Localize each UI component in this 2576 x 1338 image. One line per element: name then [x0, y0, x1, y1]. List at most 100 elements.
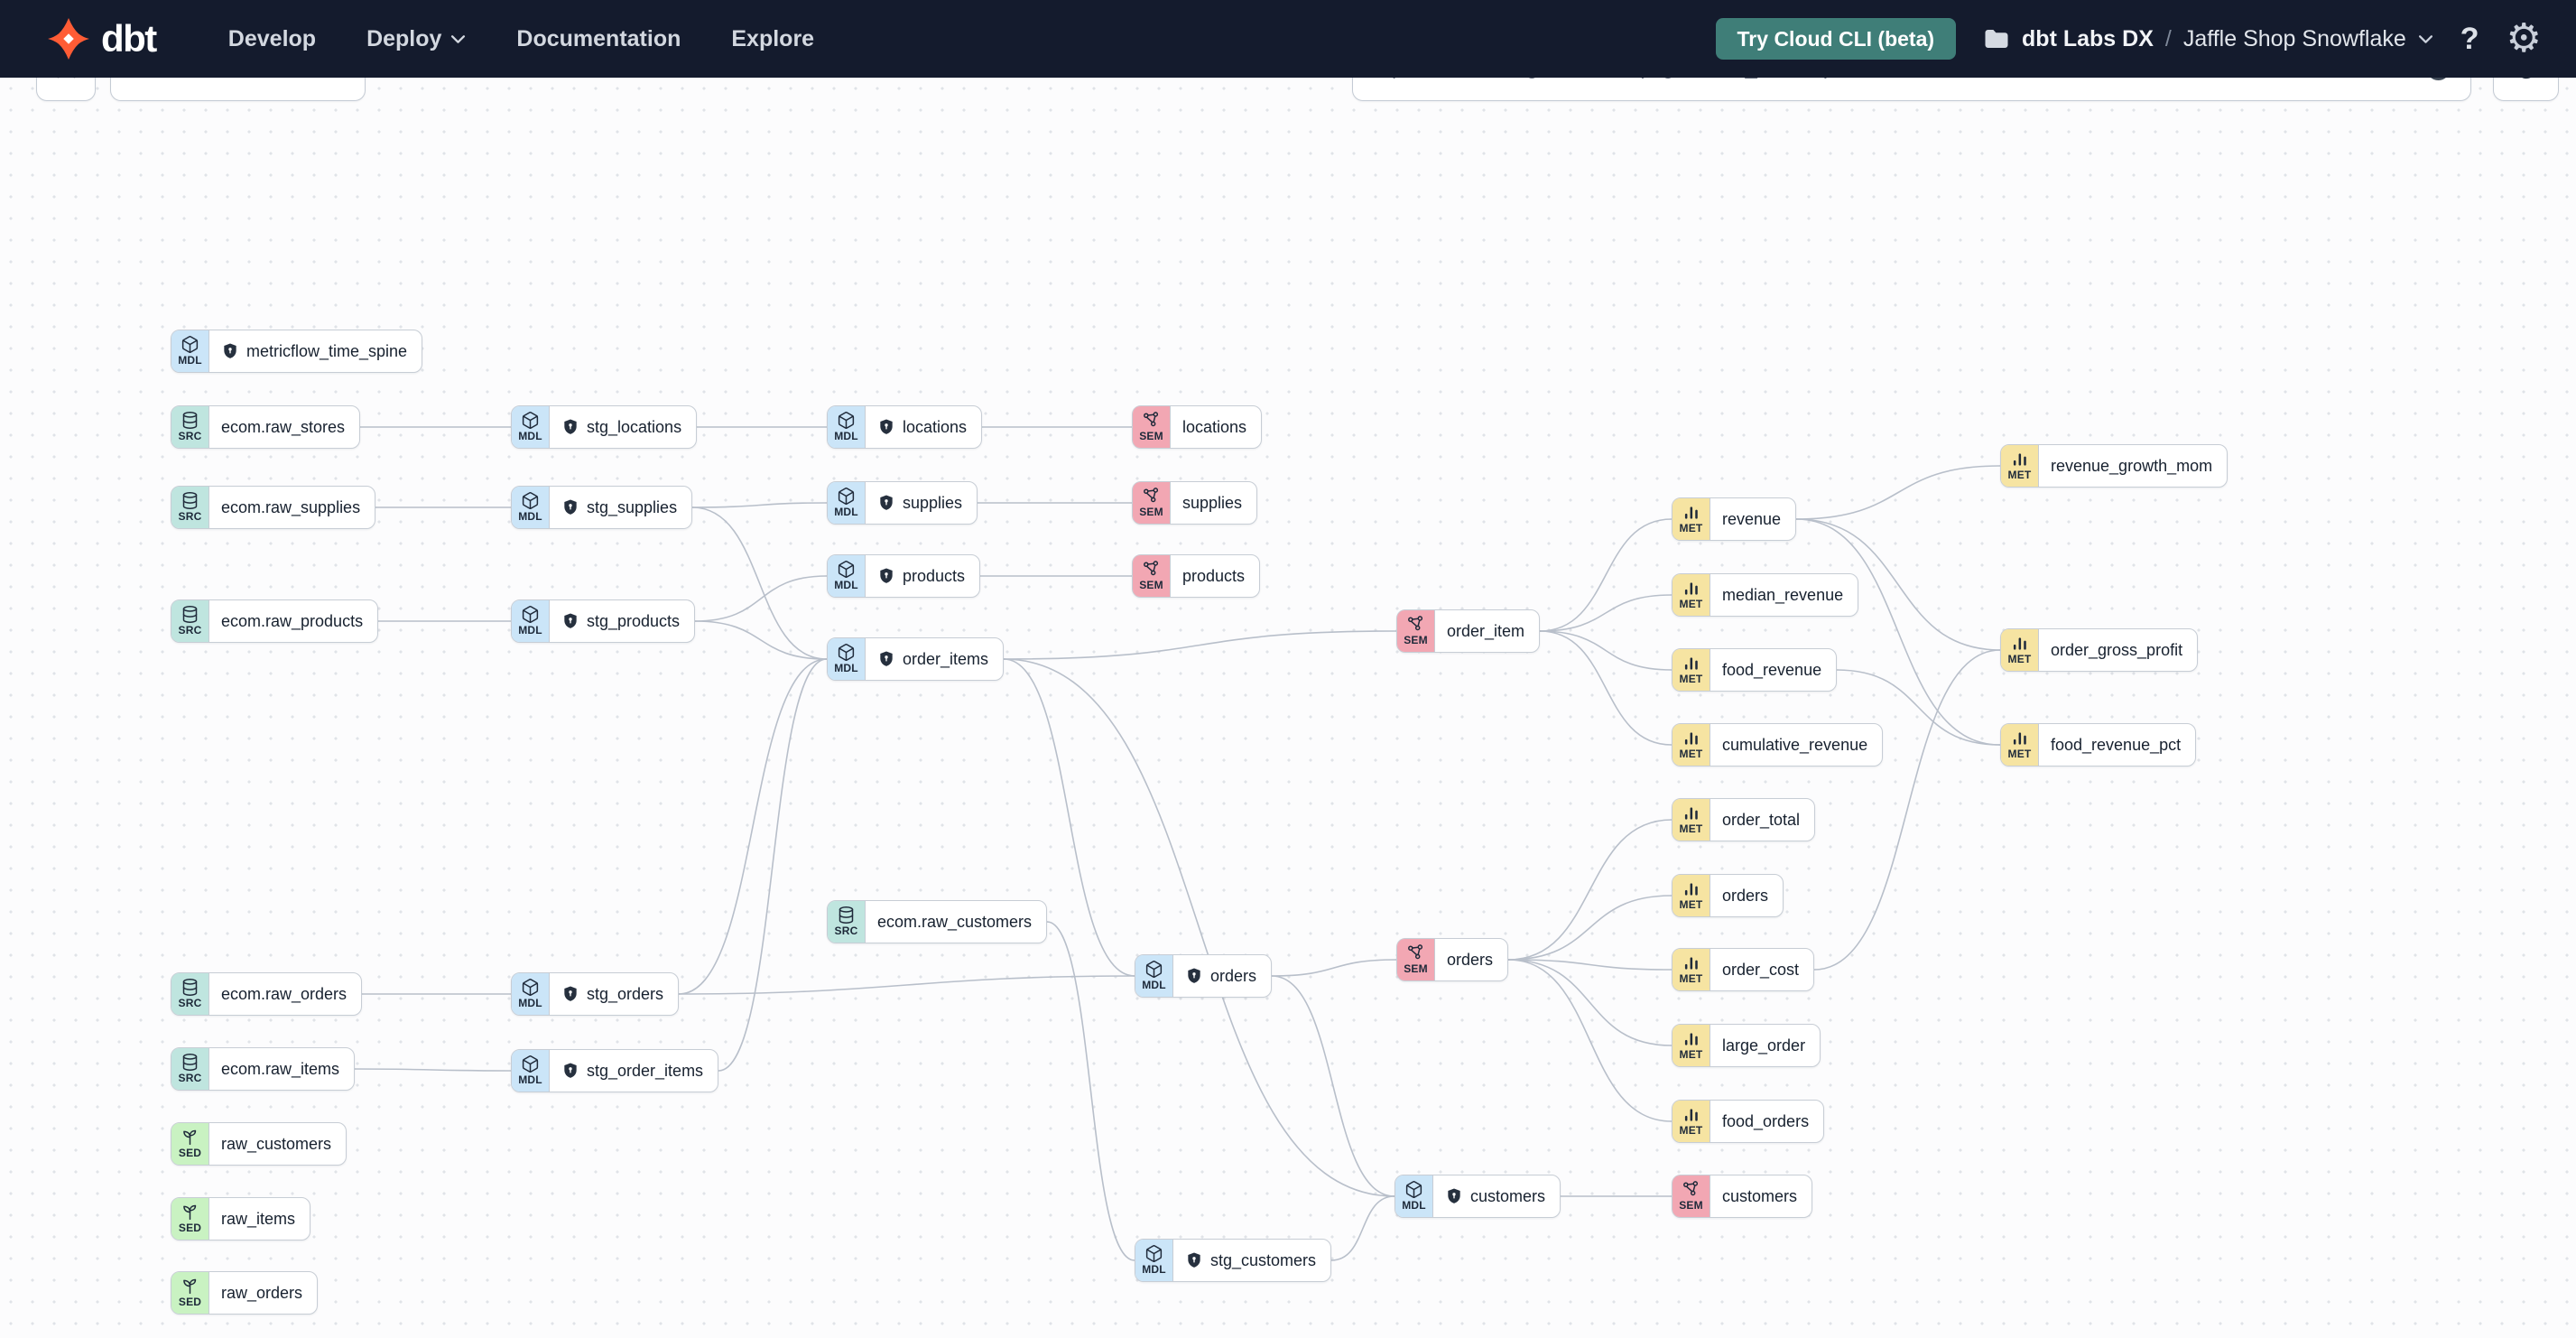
node-type-label: SRC	[178, 997, 202, 1010]
node-type-label: SEM	[1139, 579, 1163, 592]
cube-icon	[522, 606, 539, 624]
node-revenue_growth_mom[interactable]: MET revenue_growth_mom	[2000, 444, 2229, 488]
share-icon	[1144, 561, 1159, 576]
chart-icon	[1684, 807, 1698, 820]
node-body: products	[1171, 555, 1259, 597]
node-products_sem[interactable]: SEM products	[1132, 554, 1261, 598]
node-body: orders	[1435, 939, 1507, 980]
database-icon	[182, 412, 198, 430]
sed-badge: SED	[171, 1198, 209, 1240]
account-name: dbt Labs DX	[2022, 25, 2154, 51]
node-type-label: MET	[1679, 672, 1703, 685]
node-type-label: SRC	[178, 510, 202, 524]
node-type-label: MDL	[518, 624, 542, 637]
sem-badge: SEM	[1133, 406, 1171, 448]
met-badge: MET	[1673, 799, 1710, 841]
shield-icon	[880, 495, 893, 510]
dbt-brand[interactable]: dbt	[47, 17, 157, 60]
node-type-label: MET	[2007, 468, 2032, 481]
account-project-switcher[interactable]: dbt Labs DX / Jaffle Shop Snowflake	[1983, 26, 2433, 52]
database-icon	[182, 1054, 198, 1072]
help-icon[interactable]: ?	[2460, 21, 2479, 56]
node-label: stg_orders	[587, 984, 664, 1003]
chevron-down-icon	[451, 34, 466, 43]
node-label: ecom.raw_stores	[221, 417, 346, 436]
nav-item-deploy[interactable]: Deploy	[366, 26, 466, 52]
node-body: products	[866, 555, 979, 597]
met-badge: MET	[2001, 629, 2039, 671]
try-cloud-cli-button[interactable]: Try Cloud CLI (beta)	[1715, 18, 1957, 60]
node-label: locations	[1182, 417, 1247, 436]
node-body: order_total	[1710, 799, 1814, 841]
met-badge: MET	[1673, 649, 1710, 691]
node-label: large_order	[1722, 1036, 1806, 1055]
node-label: ecom.raw_items	[221, 1059, 340, 1078]
node-label: order_gross_profit	[2051, 640, 2183, 659]
chart-icon	[1684, 732, 1698, 745]
nav-item-explore[interactable]: Explore	[731, 25, 815, 51]
node-label: order_items	[903, 649, 989, 668]
node-label: order_cost	[1722, 960, 1800, 979]
seedling-icon	[183, 1279, 197, 1295]
node-order_gross_profit[interactable]: MET order_gross_profit	[2000, 628, 2199, 672]
navbar-right: Try Cloud CLI (beta) dbt Labs DX / Jaffl…	[1715, 16, 2576, 60]
nav-item-develop[interactable]: Develop	[227, 25, 317, 51]
node-body: revenue	[1710, 498, 1795, 540]
cube-icon	[1145, 1245, 1163, 1263]
node-label: revenue_growth_mom	[2051, 456, 2213, 475]
node-body: order_item	[1435, 610, 1539, 652]
node-label: ecom.raw_orders	[221, 984, 347, 1003]
node-label: revenue	[1722, 509, 1782, 528]
gear-icon[interactable]: ⚙	[2506, 16, 2542, 60]
edge-order_items-to-customers_mdl	[1003, 658, 1395, 1197]
cube-icon	[522, 412, 539, 430]
node-locations_sem[interactable]: SEM locations	[1132, 405, 1263, 449]
node-body: stg_supplies	[550, 487, 691, 528]
cube-icon	[838, 488, 855, 506]
node-body: supplies	[866, 482, 977, 524]
node-label: food_revenue_pct	[2051, 735, 2182, 754]
chart-icon	[1684, 883, 1698, 896]
nav-item-documentation[interactable]: Documentation	[516, 25, 681, 51]
node-ecom_raw_orders[interactable]: SRC ecom.raw_orders	[171, 972, 363, 1016]
node-body: order_cost	[1710, 949, 1813, 990]
edge-orders_sem-to-order_total	[1507, 819, 1673, 961]
node-type-label: MET	[1679, 1123, 1703, 1137]
